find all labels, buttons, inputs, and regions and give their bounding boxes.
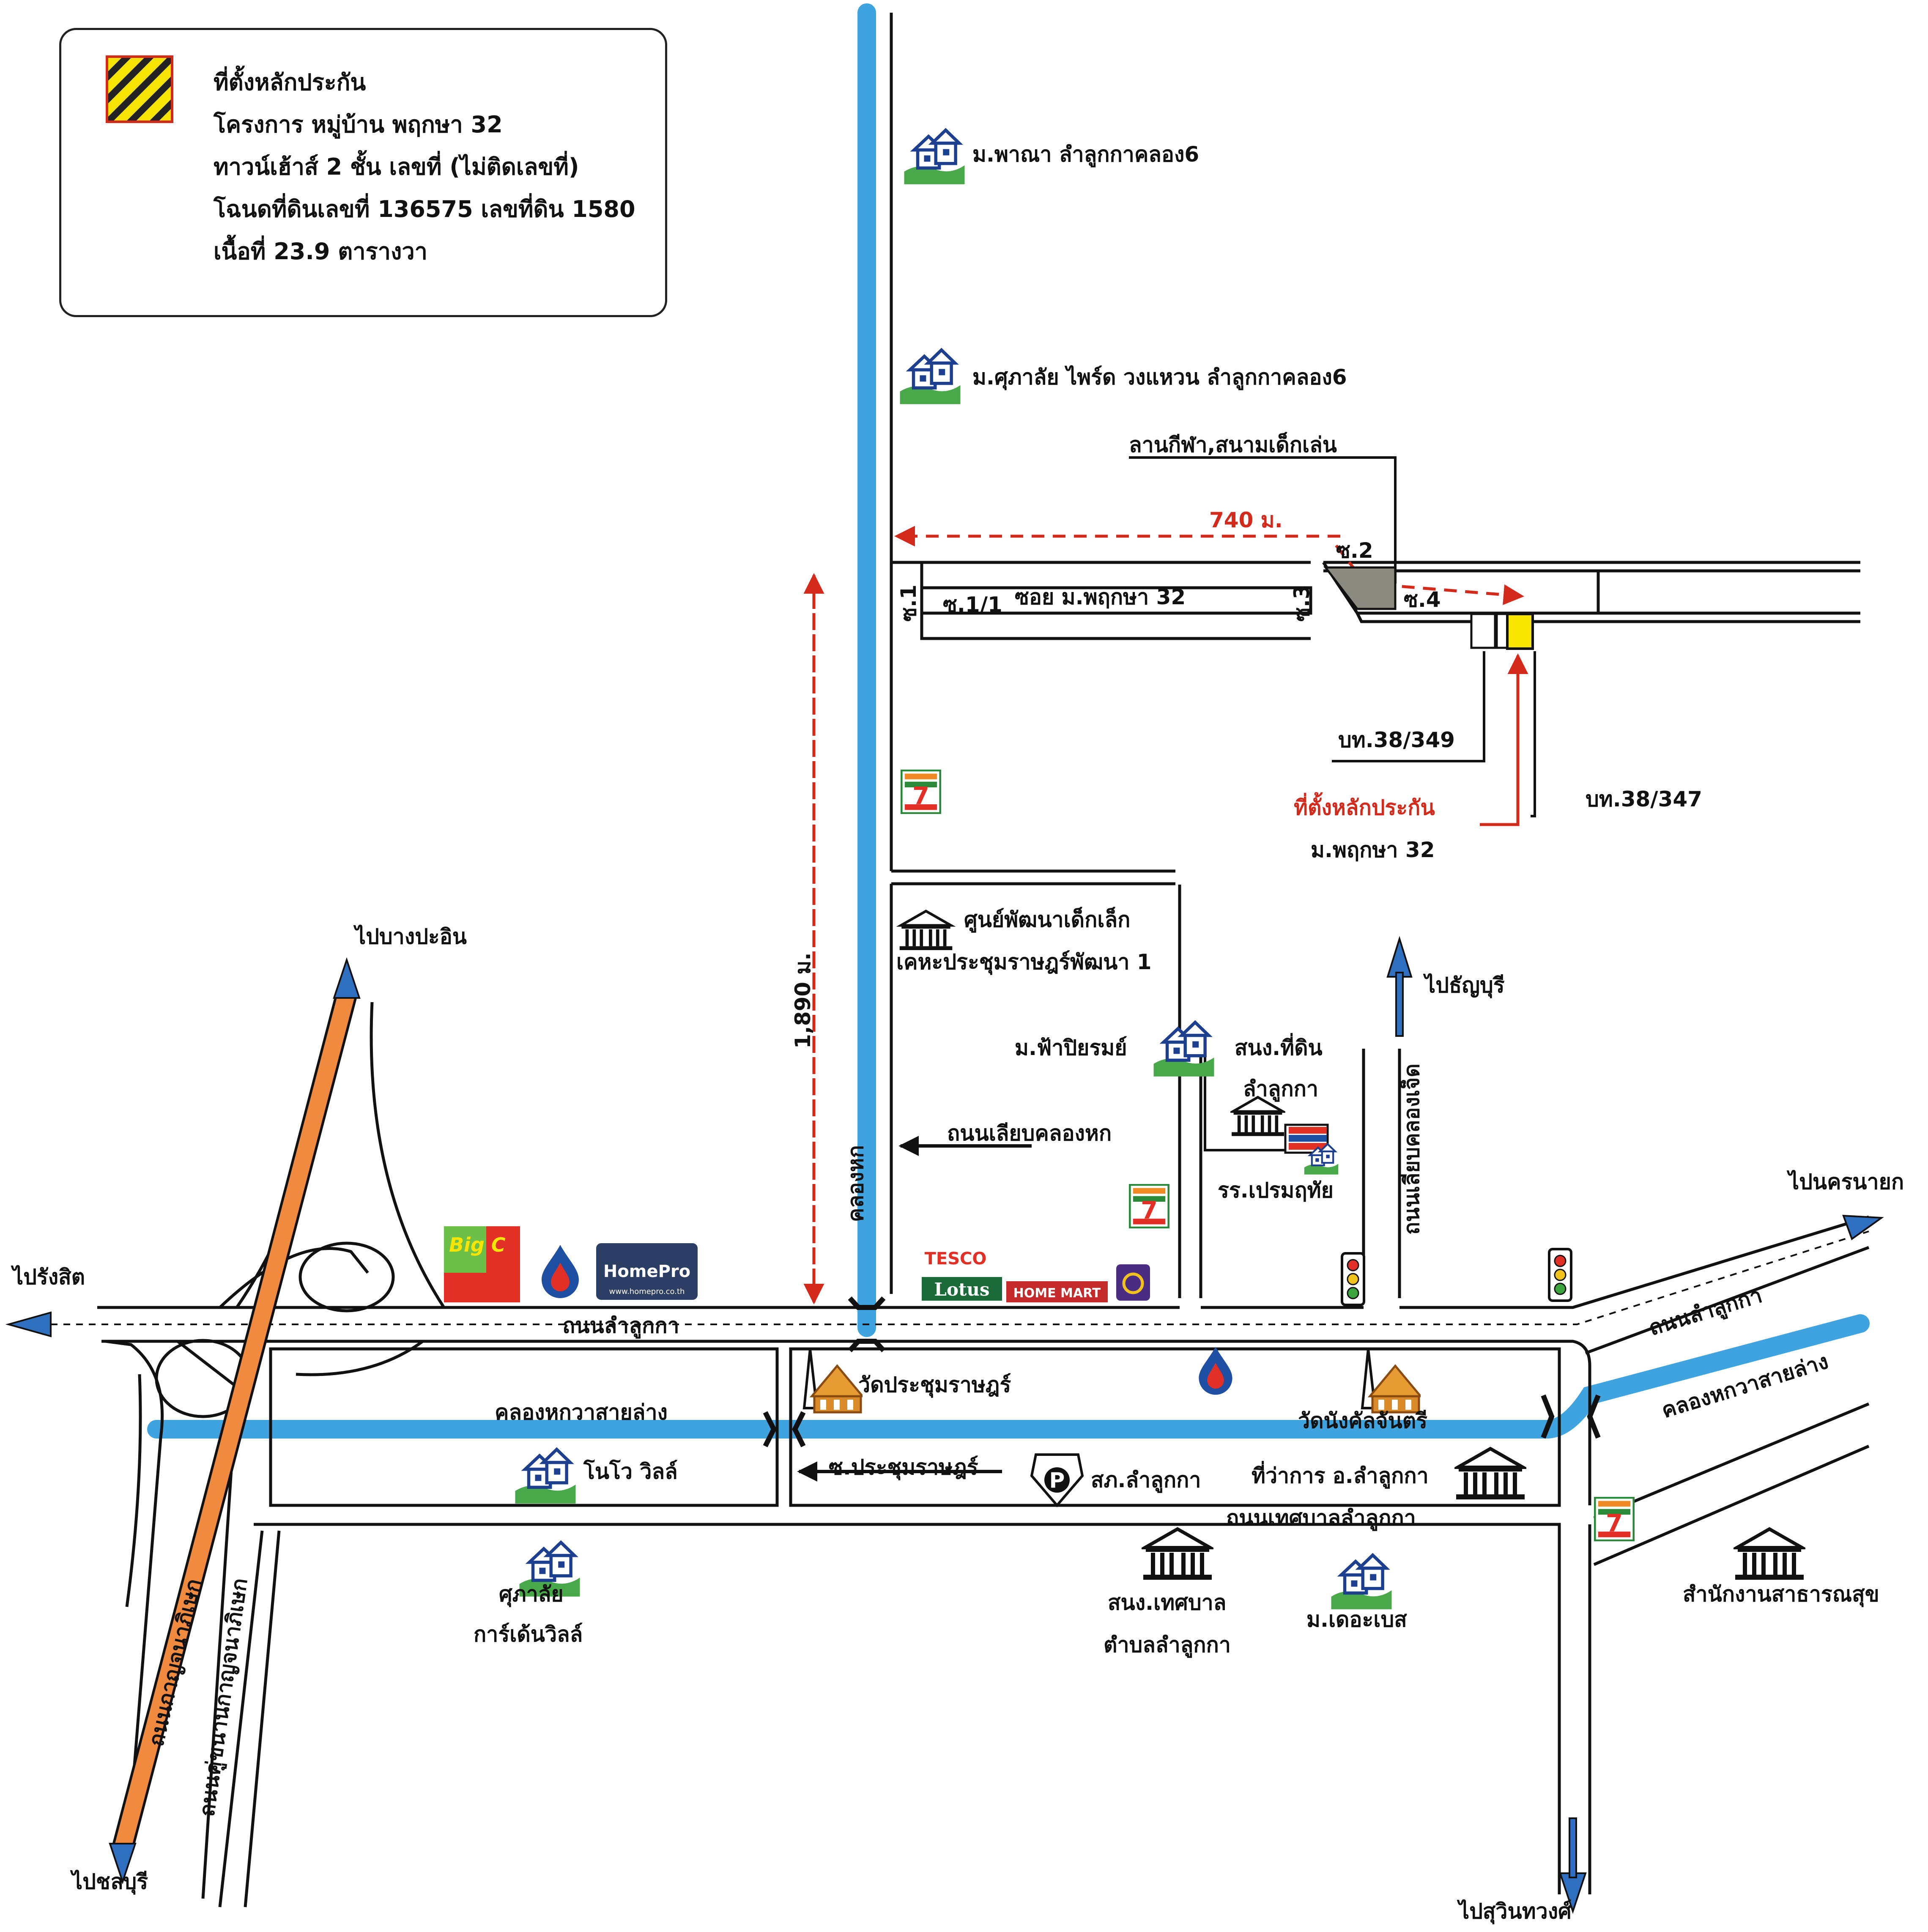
legend-deed: โฉนดที่ดินเลขที่ 136575 เลขที่ดิน 1580: [214, 196, 635, 222]
label-supalai-garden: ศุภาลัย: [499, 1582, 564, 1606]
pointer-lines: [797, 456, 1536, 1482]
legend-project: โครงการ หมู่บ้าน พฤกษา 32: [214, 111, 503, 138]
label-land-office: สนง.ที่ดิน: [1235, 1036, 1323, 1060]
label-canal-7-road: ถนนเลียบคลองเจ็ด: [1399, 1063, 1424, 1235]
seven-eleven-icon: [901, 770, 940, 813]
svg-text:P: P: [1049, 1468, 1065, 1493]
label-supalai-garden-2: การ์เด้นวิลล์: [474, 1622, 583, 1647]
temple-icon: [804, 1349, 863, 1412]
label-wat-nang: วัดนังคัลจันตรี: [1298, 1409, 1428, 1433]
legend-area: เนื้อที่ 23.9 ตารางวา: [214, 238, 427, 265]
motorway: [114, 985, 355, 1856]
label-target-sub: ม.พฤกษา 32: [1311, 838, 1435, 862]
distance-markers: [803, 526, 1528, 1304]
label-lamlukka-road-w: ถนนลำลูกกา: [562, 1313, 679, 1338]
label-village-phana: ม.พาณา ลำลูกกาคลอง6: [972, 142, 1200, 167]
fuel-icon: [1199, 1347, 1232, 1395]
village-icon: [515, 1450, 576, 1504]
label-municipal-office-2: ตำบลลำลูกกา: [1104, 1633, 1231, 1657]
label-district-office: ที่ว่าการ อ.ลำลูกกา: [1252, 1463, 1429, 1488]
label-canal-hok-road: ถนนเลียบคลองหก: [947, 1121, 1112, 1145]
village-icon: [904, 130, 965, 184]
homepro-sub: www.homepro.co.th: [609, 1287, 685, 1296]
label-canal-hokwa-w: คลองหกวาสายล่าง: [495, 1400, 668, 1425]
building-icon: [1232, 1097, 1284, 1136]
label-soi-1-1: ซ.1/1: [943, 592, 1002, 617]
homepro-text: HomePro: [603, 1262, 690, 1281]
building-icon: [1143, 1529, 1212, 1580]
building-icon: [900, 911, 953, 950]
legend: ที่ตั้งหลักประกัน โครงการ หมู่บ้าน พฤกษา…: [59, 28, 667, 317]
label-school: รร.เปรมฤทัย: [1218, 1178, 1334, 1203]
target-plot: [1506, 613, 1534, 650]
label-to-rangsit: ไปรังสิต: [13, 1265, 85, 1289]
label-dist-1890: 1,890 ม.: [791, 952, 815, 1049]
legend-swatch: [106, 55, 173, 123]
legend-house-type: ทาวน์เฮ้าส์ 2 ชั้น เลขที่ (ไม่ติดเลขที่): [214, 153, 579, 180]
label-soi-3: ซ.3: [1290, 584, 1314, 622]
bigc-text: Big C: [449, 1233, 506, 1256]
bank-logo: [1116, 1264, 1150, 1301]
house-349: [1470, 613, 1496, 649]
label-wat-prachum: วัดประชุมราษฎร์: [858, 1373, 1011, 1397]
bridge-marks: [763, 1296, 1601, 1447]
building-icon: [1456, 1449, 1525, 1499]
label-canal-hok: คลองหก: [844, 1145, 868, 1222]
label-land-office-2: ลำลูกกา: [1243, 1077, 1318, 1101]
label-sports-ground: ลานกีฬา,สนามเด็กเล่น: [1129, 433, 1337, 457]
parking-icon: P: [1030, 1453, 1084, 1507]
label-to-bang-pa-in: ไปบางปะอิน: [355, 924, 467, 949]
label-to-thanyaburi: ไปธัญบุรี: [1425, 973, 1505, 998]
label-soi-4: ซ.4: [1404, 587, 1441, 612]
village-icon: [1154, 1022, 1214, 1077]
label-target: ที่ตั้งหลักประกัน: [1294, 795, 1435, 820]
canal-hokwa: [147, 1314, 1870, 1439]
label-house-349: บท.38/349: [1338, 728, 1455, 752]
label-village-fa: ม.ฟ้าปิยรมย์: [1015, 1036, 1127, 1060]
label-to-nakhon-nayok: ไปนครนายก: [1788, 1170, 1904, 1194]
label-village-supalai-pride: ม.ศุภาลัย ไพร์ด วงแหวน ลำลูกกาคลอง6: [972, 365, 1347, 389]
seven-eleven-icon: [1595, 1498, 1634, 1540]
seven-eleven-icon: [1130, 1185, 1169, 1228]
label-to-chonburi: ไปชลบุรี: [72, 1869, 148, 1894]
label-municipal-office: สนง.เทศบาล: [1108, 1590, 1227, 1615]
tesco-lotus-logo: TESCO Lotus: [922, 1249, 1002, 1301]
label-soi-2: ซ.2: [1336, 538, 1373, 563]
legend-title: ที่ตั้งหลักประกัน: [214, 69, 366, 96]
label-soi-pruksa: ซอย ม.พฤกษา 32: [1015, 585, 1186, 609]
label-house-347: บท.38/347: [1586, 787, 1702, 811]
bigc-logo: Big C: [444, 1226, 520, 1302]
village-icon: [900, 350, 961, 404]
sports-ground-block: [1323, 566, 1397, 610]
fuel-icon: [542, 1245, 579, 1298]
tesco-text: TESCO: [925, 1249, 987, 1269]
temple-icon: [1362, 1349, 1421, 1412]
label-community: เคหะประชุมราษฎร์พัฒนา 1: [896, 950, 1152, 974]
label-to-suwinthawong: ไปสุวินทวงศ์: [1459, 1899, 1572, 1924]
road-centerline: [25, 1230, 1869, 1325]
label-novo-ville: โนโว วิลล์: [583, 1459, 678, 1484]
building-icon: [1735, 1529, 1804, 1580]
direction-arrows: [5, 936, 1884, 1914]
label-municipal-road: ถนนเทศบาลลำลูกกา: [1226, 1506, 1416, 1530]
school-icon: [1284, 1124, 1338, 1175]
label-childcare: ศูนย์พัฒนาเด็กเล็ก: [964, 907, 1131, 932]
label-soi-1: ซ.1: [896, 584, 921, 622]
homemart-text: HOME MART: [1013, 1286, 1101, 1301]
label-health-office: สำนักงานสาธารณสุข: [1683, 1582, 1879, 1606]
lotus-text: Lotus: [934, 1279, 989, 1300]
traffic-light-icon: [1549, 1249, 1571, 1301]
traffic-light-icon: [1342, 1253, 1364, 1305]
homepro-logo: HomePro www.homepro.co.th: [596, 1243, 698, 1300]
label-soi-prachum: ซ.ประชุมราษฎร์: [829, 1455, 978, 1480]
label-the-base: ม.เดอะเบส: [1306, 1607, 1407, 1632]
homemart-logo: HOME MART: [1006, 1281, 1108, 1302]
label-police: สภ.ลำลูกกา: [1091, 1468, 1201, 1492]
village-icon: [1331, 1555, 1392, 1609]
label-dist-740: 740 ม.: [1209, 508, 1283, 532]
